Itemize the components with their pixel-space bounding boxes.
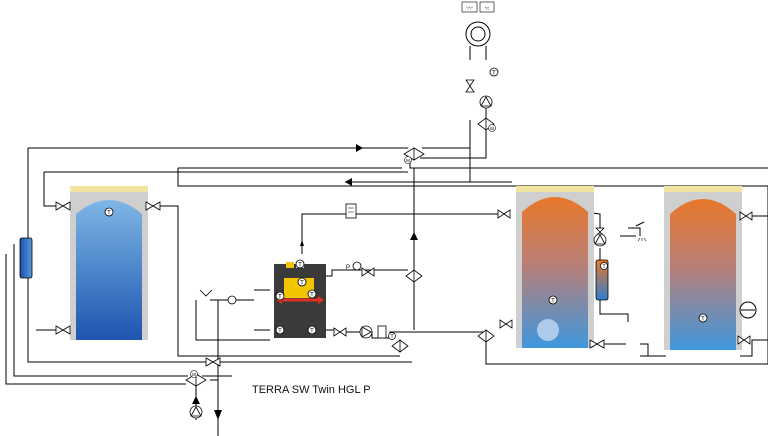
heat-pump-sensor-right: T <box>307 289 317 299</box>
sensor-consumer-return: T <box>489 67 499 77</box>
safety-group: P <box>199 203 387 339</box>
svg-text:T: T <box>602 264 605 270</box>
svg-text:M: M <box>406 158 410 163</box>
valve-left-return <box>205 357 221 367</box>
svg-text:T: T <box>390 334 393 340</box>
valve-buffer-top-left <box>55 201 71 211</box>
buffer-temperature-sensor: T <box>104 207 114 217</box>
svg-text:T: T <box>278 295 282 301</box>
fresh-water-exchanger: T <box>595 259 609 301</box>
svg-text:T: T <box>298 263 302 269</box>
heat-pump-sensor-bottom-left: T <box>275 325 285 335</box>
valve-buffer-bottom <box>55 325 71 335</box>
room-consumer <box>465 21 491 60</box>
secondary-storage-tank: T <box>664 186 742 350</box>
valve-dhw-in <box>497 209 511 219</box>
mixing-valves: M M M <box>185 117 496 387</box>
svg-text:T: T <box>310 293 314 299</box>
valve-dhw-bottom <box>589 339 605 349</box>
svg-text:T: T <box>278 329 282 335</box>
buffer-tank: T <box>70 186 148 340</box>
heat-pump-sensor-left: T <box>275 291 285 301</box>
svg-text:M: M <box>490 126 494 131</box>
valve-right-top <box>739 211 753 221</box>
pump-dhw-loading <box>593 233 607 247</box>
dhw-tank-sensor: T <box>548 295 558 305</box>
mixer-top: M <box>403 147 425 164</box>
pipe-sensors: T T T <box>295 67 499 340</box>
svg-text:P: P <box>346 265 350 271</box>
valve-right-bottom <box>737 335 751 345</box>
heat-pump-unit: T T T T T <box>274 262 326 338</box>
mixer-consumer: M <box>477 117 496 132</box>
pump-hp-circuit <box>359 325 373 339</box>
svg-text:M: M <box>192 372 196 377</box>
svg-text:T: T <box>300 281 304 287</box>
mixer-bottom-left: M <box>185 370 207 387</box>
svg-text:T: T <box>492 71 496 77</box>
circulation-pumps <box>189 95 607 419</box>
pump-left <box>189 405 203 419</box>
svg-text:°/°/°: °/°/° <box>466 6 473 11</box>
pressure-gauge: P <box>346 261 362 271</box>
svg-text:T: T <box>701 317 705 323</box>
flow-meter-icon <box>739 301 757 319</box>
room-thermostat: °C <box>479 1 495 13</box>
secondary-tank-sensor: T <box>698 313 708 323</box>
plate-heat-exchanger <box>19 237 33 279</box>
svg-text:T: T <box>310 329 314 335</box>
valve-buffer-top-right <box>145 201 161 211</box>
valve-hp-pressure-line <box>361 267 375 277</box>
sensor-hp-flow: T <box>295 259 305 269</box>
mixer-hp-return <box>391 339 409 353</box>
svg-text:T: T <box>551 299 555 305</box>
valve-dhw-low <box>499 319 513 329</box>
exchanger-sensor: T <box>600 262 608 270</box>
sensor-hp-return: T <box>388 332 396 340</box>
valve-consumer-supply <box>465 79 475 93</box>
dhw-storage-tank: T <box>516 186 594 348</box>
system-title: TERRA SW Twin HGL P <box>252 384 371 396</box>
valve-hp-outlet <box>333 327 347 337</box>
mixer-dhw <box>477 329 495 343</box>
mixer-hp <box>405 269 423 283</box>
heat-pump-sensor-bottom-right: T <box>307 325 317 335</box>
tap-icon <box>628 221 647 242</box>
svg-text:T: T <box>107 211 111 217</box>
room-controller: °/°/° <box>461 1 478 13</box>
pump-consumer <box>479 95 493 109</box>
shutoff-valves <box>55 79 753 367</box>
heat-pump-sensor-top: T <box>297 277 307 287</box>
svg-text:°C: °C <box>485 6 490 11</box>
